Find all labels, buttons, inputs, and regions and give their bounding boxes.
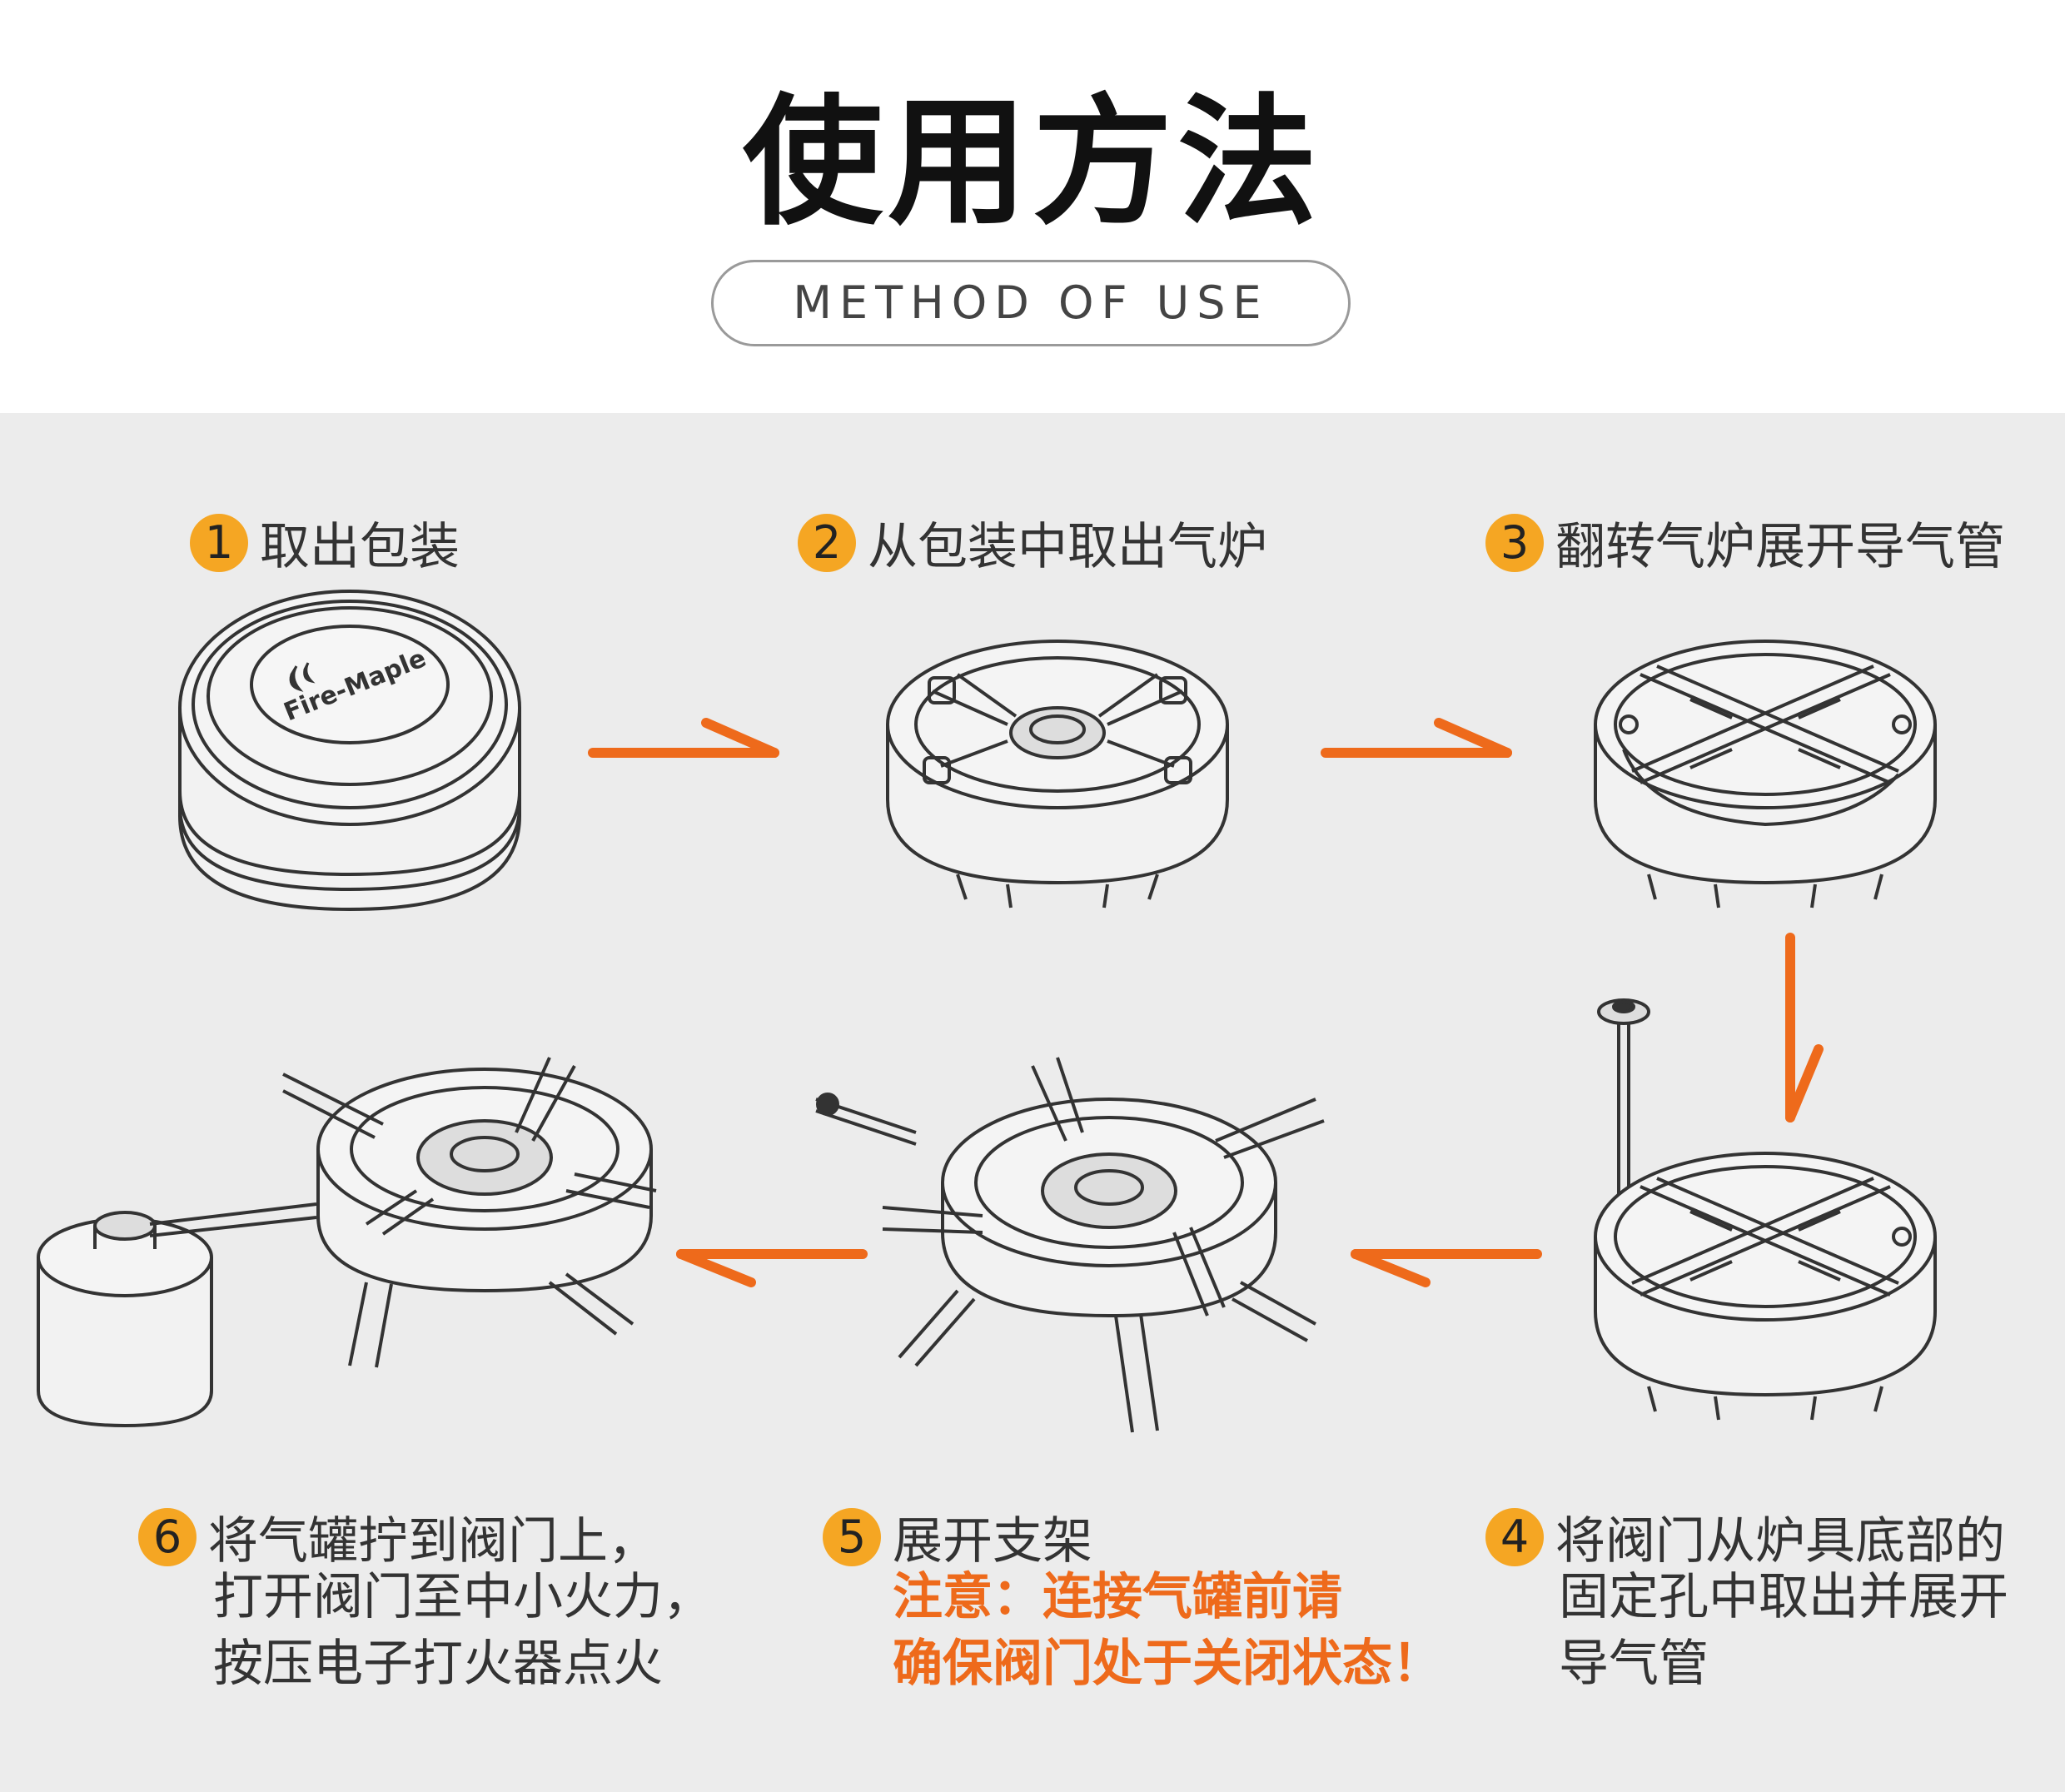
stove-hose-extended-illustration: [1594, 998, 1937, 1421]
page-title: 使用方法: [743, 81, 1322, 244]
stove-flipped-illustration: [1594, 640, 1937, 908]
step-4-badge: 4: [1485, 1507, 1544, 1566]
step-5-label: 5 展开支架: [823, 1501, 1092, 1573]
package-canister-illustration: Fire-Maple: [178, 590, 521, 912]
subtitle-text: METHOD OF USE: [793, 276, 1269, 329]
step-4-label: 4 将阀门从炉具底部的: [1485, 1501, 2005, 1573]
step-2-text: 从包装中取出气炉: [868, 518, 1267, 576]
step-1-label: 1 取出包装: [190, 506, 460, 579]
step-3-text: 翻转气炉展开导气管: [1555, 518, 2005, 576]
step-5-text: 展开支架: [893, 1512, 1092, 1570]
step-6-desc: 打开阀门至中小火力， 按压电子打火器点火: [213, 1568, 713, 1693]
step-1-text: 取出包装: [260, 518, 460, 576]
step-3-label: 3 翻转气炉展开导气管: [1485, 506, 2005, 579]
arrow-right-2-icon: [1321, 718, 1512, 758]
arrow-left-2-icon: [676, 1249, 868, 1287]
step-5-badge: 5: [823, 1507, 881, 1566]
step-5-note: 注意：连接气罐前请 确保阀门处于关闭状态！: [893, 1568, 1442, 1693]
step-6-text: 将气罐拧到阀门上，: [208, 1512, 658, 1570]
step-6-label: 6 将气罐拧到阀门上，: [138, 1501, 658, 1573]
stove-closed-illustration: [886, 640, 1229, 908]
arrow-left-1-icon: [1351, 1249, 1542, 1287]
step-1-badge: 1: [190, 513, 248, 572]
step-2-badge: 2: [798, 513, 856, 572]
step-6-badge: 6: [138, 1507, 197, 1566]
header-section: 使用方法 METHOD OF USE: [0, 0, 2065, 413]
step-4-text: 将阀门从炉具底部的: [1555, 1512, 2005, 1570]
subtitle-pill: METHOD OF USE: [711, 260, 1351, 346]
arrow-right-1-icon: [588, 718, 779, 758]
step-2-label: 2 从包装中取出气炉: [798, 506, 1267, 579]
stove-legs-unfolded-illustration: [815, 1057, 1325, 1433]
arrow-down-icon: [1785, 933, 1824, 1122]
stove-with-canister-illustration: [37, 1057, 657, 1428]
step-3-badge: 3: [1485, 513, 1544, 572]
step-4-desc: 固定孔中取出并展开 导气管: [1559, 1568, 2008, 1693]
